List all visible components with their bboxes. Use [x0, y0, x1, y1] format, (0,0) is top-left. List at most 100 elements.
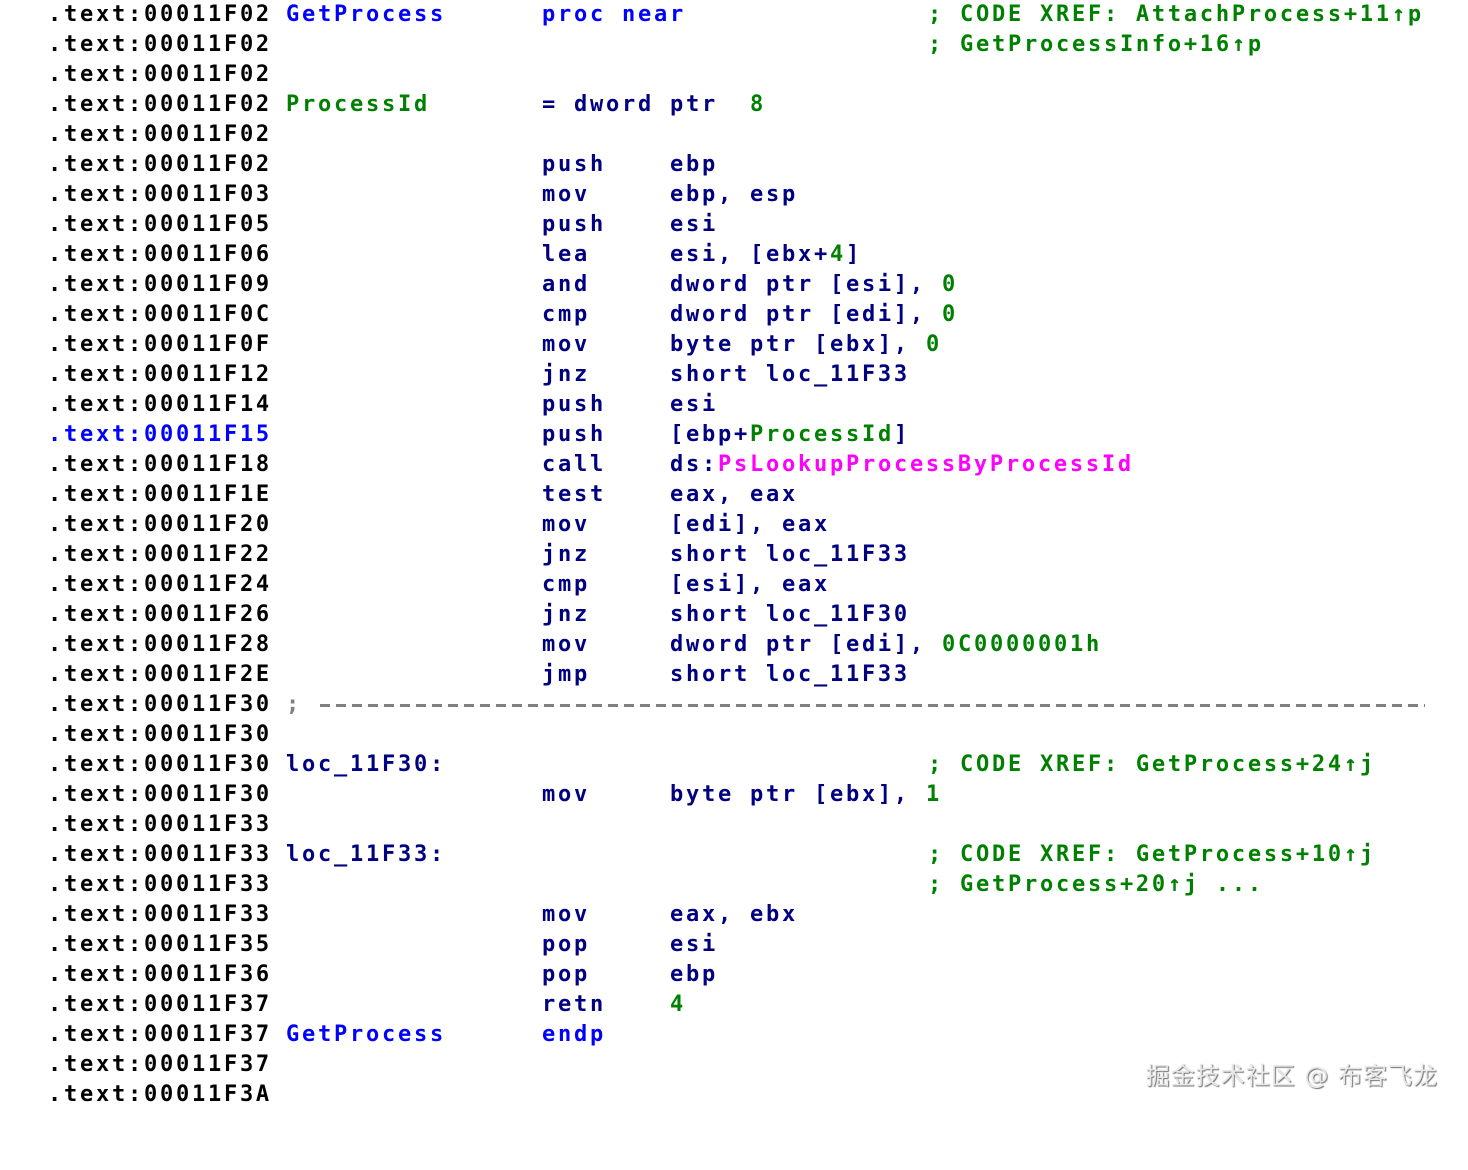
disasm-line[interactable]: .text:00011F30 mov byte ptr [ebx], 1	[48, 780, 1448, 810]
operand[interactable]: dword ptr [esi],	[670, 272, 942, 297]
disasm-line[interactable]: .text:00011F37	[48, 1050, 1448, 1080]
address: .text:00011F22	[48, 542, 272, 567]
address: .text:00011F2E	[48, 662, 272, 687]
variable-offset: 8	[750, 92, 766, 117]
operand[interactable]: [edi], eax	[670, 512, 830, 537]
address-current: .text:00011F15	[48, 422, 272, 447]
jump-target[interactable]: short loc_11F33	[670, 362, 910, 387]
disasm-line[interactable]: .text:00011F02 GetProcess proc near ; CO…	[48, 0, 1448, 30]
disasm-line[interactable]: .text:00011F1E test eax, eax	[48, 480, 1448, 510]
address: .text:00011F35	[48, 932, 272, 957]
disasm-line[interactable]: .text:00011F20 mov [edi], eax	[48, 510, 1448, 540]
disasm-line[interactable]: .text:00011F05 push esi	[48, 210, 1448, 240]
disasm-line[interactable]: .text:00011F26 jnz short loc_11F30	[48, 600, 1448, 630]
disassembly-listing[interactable]: .text:00011F02 GetProcess proc near ; CO…	[48, 0, 1448, 1110]
jump-target[interactable]: short loc_11F30	[670, 602, 910, 627]
operand[interactable]: byte ptr [ebx],	[670, 332, 926, 357]
xref-comment[interactable]: ; GetProcess+20↑j ...	[928, 872, 1264, 897]
disasm-line[interactable]: .text:00011F37 retn 4	[48, 990, 1448, 1020]
disasm-line[interactable]: .text:00011F09 and dword ptr [esi], 0	[48, 270, 1448, 300]
location-label[interactable]: loc_11F33:	[286, 842, 446, 867]
mnemonic: jnz	[542, 542, 590, 567]
mnemonic: mov	[542, 182, 590, 207]
address: .text:00011F3A	[48, 1082, 272, 1107]
function-name[interactable]: GetProcess	[286, 2, 446, 27]
operand[interactable]: byte ptr [ebx],	[670, 782, 926, 807]
operand-stack-variable[interactable]: ProcessId	[750, 422, 894, 447]
jump-target[interactable]: short loc_11F33	[670, 542, 910, 567]
address: .text:00011F37	[48, 1052, 272, 1077]
address: .text:00011F18	[48, 452, 272, 477]
operand[interactable]: dword ptr [edi],	[670, 302, 942, 327]
disasm-line[interactable]: .text:00011F02 push ebp	[48, 150, 1448, 180]
proc-directive: proc near	[542, 2, 686, 27]
mnemonic: and	[542, 272, 590, 297]
operand-immediate: 4	[830, 242, 846, 267]
mnemonic: push	[542, 392, 606, 417]
address: .text:00011F02	[48, 92, 272, 117]
operand[interactable]: esi, [ebx+	[670, 242, 830, 267]
operand[interactable]: esi	[670, 392, 718, 417]
xref-comment[interactable]: ; CODE XREF: AttachProcess+11↑p	[928, 2, 1424, 27]
disasm-line[interactable]: .text:00011F30 loc_11F30: ; CODE XREF: G…	[48, 750, 1448, 780]
disasm-line[interactable]: .text:00011F02 ; GetProcessInfo+16↑p	[48, 30, 1448, 60]
mnemonic: lea	[542, 242, 590, 267]
disasm-line[interactable]: .text:00011F33 ; GetProcess+20↑j ...	[48, 870, 1448, 900]
xref-comment[interactable]: ; CODE XREF: GetProcess+10↑j	[928, 842, 1376, 867]
xref-comment[interactable]: ; CODE XREF: GetProcess+24↑j	[928, 752, 1376, 777]
address: .text:00011F33	[48, 872, 272, 897]
disasm-line[interactable]: .text:00011F0C cmp dword ptr [edi], 0	[48, 300, 1448, 330]
mnemonic: pop	[542, 962, 590, 987]
mnemonic: mov	[542, 782, 590, 807]
operand[interactable]: eax, eax	[670, 482, 798, 507]
operand[interactable]: esi	[670, 932, 718, 957]
xref-comment[interactable]: ; GetProcessInfo+16↑p	[928, 32, 1264, 57]
address: .text:00011F05	[48, 212, 272, 237]
operand-immediate: 1	[926, 782, 942, 807]
disasm-line[interactable]: .text:00011F2E jmp short loc_11F33	[48, 660, 1448, 690]
mnemonic: test	[542, 482, 606, 507]
location-label[interactable]: loc_11F30:	[286, 752, 446, 777]
disasm-line[interactable]: .text:00011F18 call ds: PsLookupProcessB…	[48, 450, 1448, 480]
disasm-line[interactable]: .text:00011F33	[48, 810, 1448, 840]
operand[interactable]: ebp	[670, 962, 718, 987]
disasm-line[interactable]: .text:00011F37 GetProcess endp	[48, 1020, 1448, 1050]
jump-target[interactable]: short loc_11F33	[670, 662, 910, 687]
disasm-line[interactable]: .text:00011F24 cmp [esi], eax	[48, 570, 1448, 600]
function-name[interactable]: GetProcess	[286, 1022, 446, 1047]
operand[interactable]: [ebp+	[670, 422, 750, 447]
disasm-line[interactable]: .text:00011F0F mov byte ptr [ebx], 0	[48, 330, 1448, 360]
address: .text:00011F03	[48, 182, 272, 207]
mnemonic: pop	[542, 932, 590, 957]
operand[interactable]: esi	[670, 212, 718, 237]
disasm-line[interactable]: .text:00011F06 lea esi, [ebx+ 4 ]	[48, 240, 1448, 270]
disasm-line[interactable]: .text:00011F33 mov eax, ebx	[48, 900, 1448, 930]
disasm-line[interactable]: .text:00011F14 push esi	[48, 390, 1448, 420]
disasm-line[interactable]: .text:00011F35 pop esi	[48, 930, 1448, 960]
disasm-line[interactable]: .text:00011F12 jnz short loc_11F33	[48, 360, 1448, 390]
operand[interactable]: ebp	[670, 152, 718, 177]
operand-immediate: 0	[942, 272, 958, 297]
disasm-line[interactable]: .text:00011F03 mov ebp, esp	[48, 180, 1448, 210]
disasm-line[interactable]: .text:00011F30	[48, 720, 1448, 750]
operand[interactable]: dword ptr [edi],	[670, 632, 942, 657]
operand[interactable]: eax, ebx	[670, 902, 798, 927]
address: .text:00011F26	[48, 602, 272, 627]
disasm-line[interactable]: .text:00011F3A	[48, 1080, 1448, 1110]
address: .text:00011F28	[48, 632, 272, 657]
disasm-line-separator[interactable]: .text:00011F30 ;	[48, 690, 1448, 720]
address: .text:00011F36	[48, 962, 272, 987]
disasm-line[interactable]: .text:00011F02	[48, 60, 1448, 90]
imported-function[interactable]: PsLookupProcessByProcessId	[718, 452, 1134, 477]
mnemonic: jnz	[542, 362, 590, 387]
operand[interactable]: ebp, esp	[670, 182, 798, 207]
stack-variable-name[interactable]: ProcessId	[286, 92, 430, 117]
disasm-line[interactable]: .text:00011F02	[48, 120, 1448, 150]
disasm-line-current[interactable]: .text:00011F15 push [ebp+ ProcessId ]	[48, 420, 1448, 450]
disasm-line[interactable]: .text:00011F36 pop ebp	[48, 960, 1448, 990]
disasm-line[interactable]: .text:00011F33 loc_11F33: ; CODE XREF: G…	[48, 840, 1448, 870]
disasm-line[interactable]: .text:00011F02 ProcessId = dword ptr 8	[48, 90, 1448, 120]
operand[interactable]: [esi], eax	[670, 572, 830, 597]
disasm-line[interactable]: .text:00011F22 jnz short loc_11F33	[48, 540, 1448, 570]
disasm-line[interactable]: .text:00011F28 mov dword ptr [edi], 0C00…	[48, 630, 1448, 660]
